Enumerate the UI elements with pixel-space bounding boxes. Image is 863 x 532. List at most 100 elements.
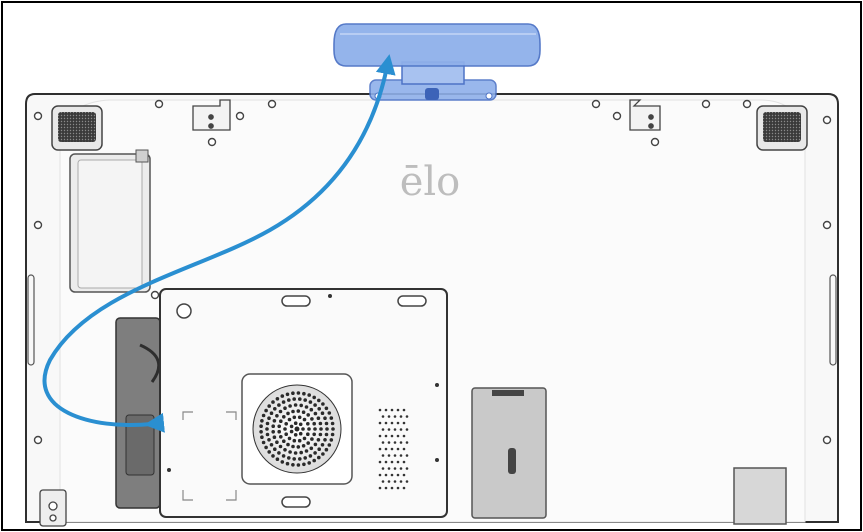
fan-hole [275, 414, 279, 418]
fan-hole [313, 451, 317, 455]
fan-hole [296, 391, 301, 395]
vent-hole [402, 434, 406, 438]
fan-hole [279, 419, 283, 424]
vent-hole [390, 421, 394, 425]
computer-module-panel [159, 288, 448, 518]
vent-hole [378, 447, 382, 451]
fan-hole [310, 417, 314, 421]
fan-hole [312, 458, 317, 463]
vent-hole [393, 454, 397, 457]
fan-hole [272, 419, 277, 423]
fan-hole [261, 440, 266, 445]
fan-hole [306, 422, 310, 426]
vent-hole [387, 467, 391, 470]
fan-hole [329, 416, 334, 420]
fan-hole [280, 394, 285, 398]
fan-hole [298, 457, 302, 461]
vent-hole [399, 480, 403, 483]
fan-hole [316, 438, 321, 442]
fan-hole [304, 405, 309, 409]
fan-hole [281, 400, 286, 404]
fan-hole [293, 403, 298, 407]
fan-hole [283, 427, 287, 431]
vent-hole [390, 473, 394, 477]
fan-hole [269, 411, 274, 416]
port-housing [115, 317, 161, 509]
fan-hole [292, 457, 297, 461]
vent-hole [381, 441, 385, 444]
fan-hole [301, 410, 306, 415]
fan-hole [320, 443, 325, 447]
vent-hole [381, 480, 385, 483]
vent-hole [399, 415, 403, 418]
vent-hole [384, 434, 388, 438]
vent-hole [390, 460, 394, 464]
fan-hole [318, 432, 323, 437]
fan-hole [309, 446, 314, 451]
vent-hole [387, 441, 391, 444]
fan-hole [265, 427, 269, 431]
vent-hole [396, 421, 400, 425]
vent-hole [399, 454, 403, 457]
fan-hole [306, 441, 311, 445]
fan-hole [330, 432, 335, 437]
fan-hole [271, 454, 275, 458]
vent-hole [384, 486, 388, 490]
fan-hole [302, 436, 307, 441]
fan-hole [260, 419, 264, 423]
fan-hole [316, 416, 321, 421]
fan-hole [287, 398, 291, 402]
fan-hole [283, 406, 287, 411]
fan-hole [283, 448, 287, 452]
fan-hole [310, 437, 314, 441]
fan-hole [289, 424, 294, 429]
vent-hole [399, 467, 403, 470]
right-side-slot [829, 274, 837, 366]
vent-hole [405, 428, 409, 431]
fan-hole [279, 435, 283, 439]
fan-hole [330, 421, 335, 426]
fan-hole [307, 461, 312, 465]
bottom-left-connector [39, 489, 67, 527]
vent-hole [405, 467, 409, 470]
fan-hole [282, 415, 286, 419]
vent-hole [390, 447, 394, 451]
fan-hole [331, 427, 335, 431]
fan-hole [302, 417, 307, 422]
vent-hole [402, 460, 406, 464]
fan-hole [321, 452, 325, 456]
fan-hole [267, 404, 272, 408]
fan-hole [272, 435, 277, 440]
vent-hole [405, 480, 409, 483]
vent-hole [378, 460, 382, 464]
fan-hole [273, 407, 277, 411]
vent-hole [396, 460, 400, 464]
vent-hole [399, 428, 403, 431]
vent-hole [405, 415, 409, 418]
vent-hole [378, 486, 382, 490]
fan-hole [323, 416, 327, 421]
fan-hole [267, 438, 271, 442]
fan-hole [280, 460, 285, 464]
fan-hole [298, 397, 302, 401]
fan-hole [260, 435, 264, 440]
vent-hole [399, 441, 403, 444]
vent-hole [396, 408, 400, 412]
fan-hole [261, 413, 266, 418]
speaker-grille-icon [58, 112, 96, 142]
fan-hole [289, 429, 294, 434]
fan-hole [308, 400, 313, 404]
fan-hole [285, 392, 290, 397]
fan-hole [277, 403, 281, 407]
fan-hole [324, 432, 329, 437]
vent-hole [393, 441, 397, 444]
fan-hole [313, 442, 318, 447]
fan-hole [321, 402, 325, 406]
vent-hole [402, 447, 406, 451]
vent-hole [393, 428, 397, 431]
fan-hole [265, 421, 270, 426]
fan-hole [294, 426, 300, 432]
fan-hole [296, 463, 301, 467]
fan-hole [285, 461, 290, 466]
